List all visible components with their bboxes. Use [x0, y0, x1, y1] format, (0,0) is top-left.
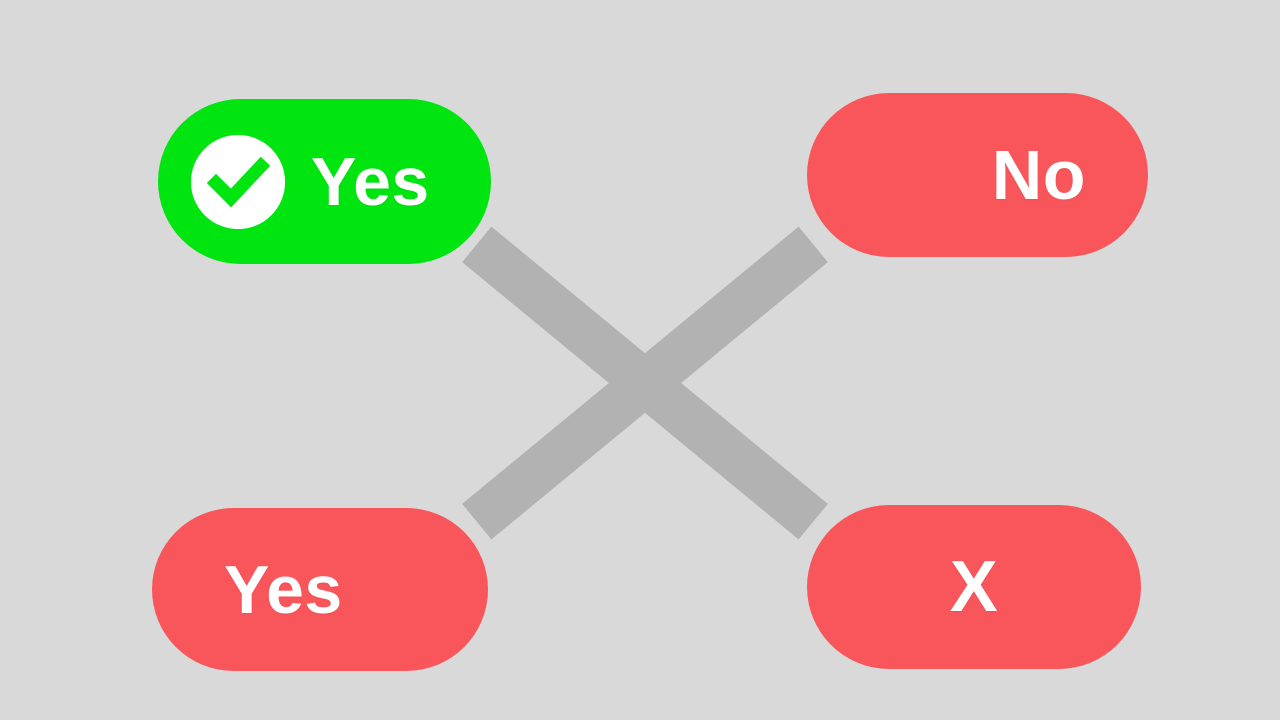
- yes-rejected-label: Yes: [224, 551, 343, 628]
- yes-rejected-button[interactable]: Yes: [152, 508, 488, 671]
- no-label: No: [991, 136, 1086, 214]
- yes-confirmed-button[interactable]: Yes: [158, 99, 491, 264]
- close-label: X: [949, 547, 999, 627]
- check-circle-icon: [191, 134, 285, 229]
- big-x-bar-b: [462, 226, 828, 540]
- big-x-bar-a: [462, 226, 828, 540]
- close-button[interactable]: X: [807, 505, 1141, 669]
- yes-confirmed-label: Yes: [311, 143, 430, 220]
- big-x-mark-icon: [462, 226, 828, 540]
- no-button[interactable]: No: [807, 93, 1148, 257]
